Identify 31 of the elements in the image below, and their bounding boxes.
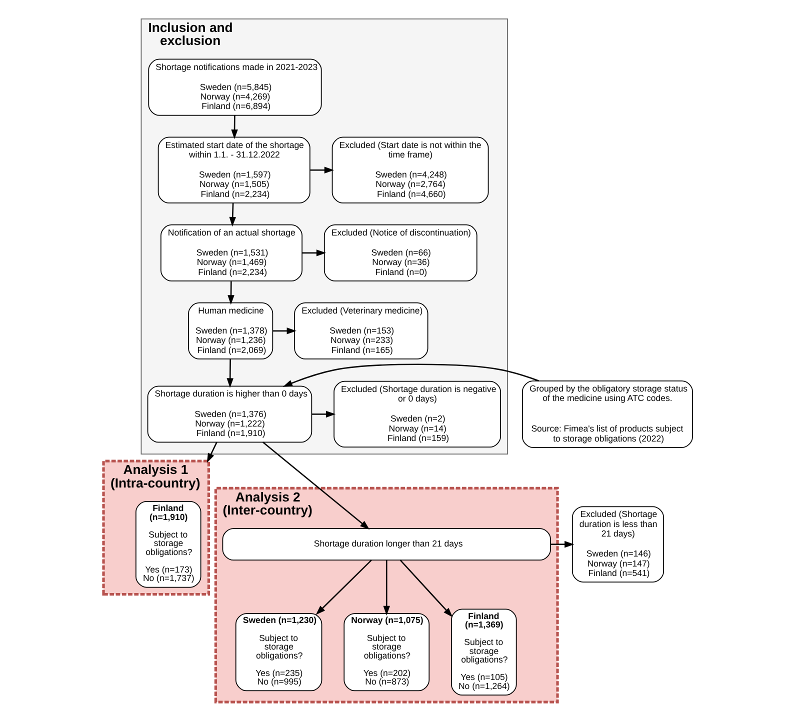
node-box: Excluded (Shortage duration is negative or 0 days) Sweden (n=2) Norway (n=14) Finland (n=159) xyxy=(333,380,500,448)
node-box: Finland (n=1,910) Subject to storage obligations? Yes (n=173) No (n=1,737) xyxy=(135,500,201,588)
node-box: Notification of an actual shortage Sweden (n=1,531) Norway (n=1,469) Finland (n=2,234) xyxy=(160,224,302,282)
node-box: Shortage duration is higher than 0 days Sweden (n=1,376) Norway (n=1,222) Finland (n=1,910) xyxy=(146,386,312,443)
node-box: Grouped by the obligatory storage status of the medicine using ATC codes. Source: Fimea's list of products subject to storage obligations (2022) xyxy=(522,380,692,448)
arrow xyxy=(230,115,238,140)
arrow xyxy=(311,410,336,418)
node-box: Shortage notifications made in 2021-2023 Sweden (n=5,845) Norway (n=4,269) Finland (n=6,894) xyxy=(148,58,322,116)
arrow xyxy=(302,250,326,256)
node-box: Human medicine Sweden (n=1,378) Norway (n=1,236) Finland (n=2,069) xyxy=(188,302,273,360)
arrow xyxy=(315,560,372,615)
arrow xyxy=(310,166,334,174)
node-box: Norway (n=1,075) Subject to storage obligations? Yes (n=202) No (n=873) xyxy=(343,613,430,692)
node-box: Estimated start date of the shortage within 1.1. - 31.12.2022 Sweden (n=1,597) Norway (n=1,505) Finland (n=2,234) xyxy=(157,136,310,204)
node-box: Excluded (Shortage duration is less than 21 days) Sweden (n=146) Norway (n=147) Finland (n=541) xyxy=(571,506,664,582)
node-box: Sweden (n=1,230) Subject to storage obligations? Yes (n=235) No (n=995) xyxy=(234,613,322,692)
arrow xyxy=(228,202,236,227)
arrow xyxy=(550,540,574,548)
arrow xyxy=(399,560,452,618)
arrow xyxy=(206,442,217,463)
node-box: Shortage duration longer than 21 days xyxy=(222,528,550,561)
arrow xyxy=(282,364,539,387)
arrow xyxy=(227,281,234,305)
node-box: Excluded (Notice of discontinuation) Sweden (n=66) Norway (n=36) Finland (n=0) xyxy=(323,224,477,282)
node-box: Excluded (Start date is not within the time frame) Sweden (n=4,248) Norway (n=2,764) Finland (n=4,660) xyxy=(331,136,488,204)
node-box: Excluded (Veterinary medicine) Sweden (n=153) Norway (n=233) Finland (n=165) xyxy=(294,302,428,360)
arrow xyxy=(382,560,390,616)
node-box: Finland (n=1,369) Subject to storage obligations? Yes (n=105) No (n=1,264) xyxy=(450,608,516,696)
arrow xyxy=(272,328,296,334)
arrow xyxy=(262,442,370,530)
arrow xyxy=(226,359,233,388)
